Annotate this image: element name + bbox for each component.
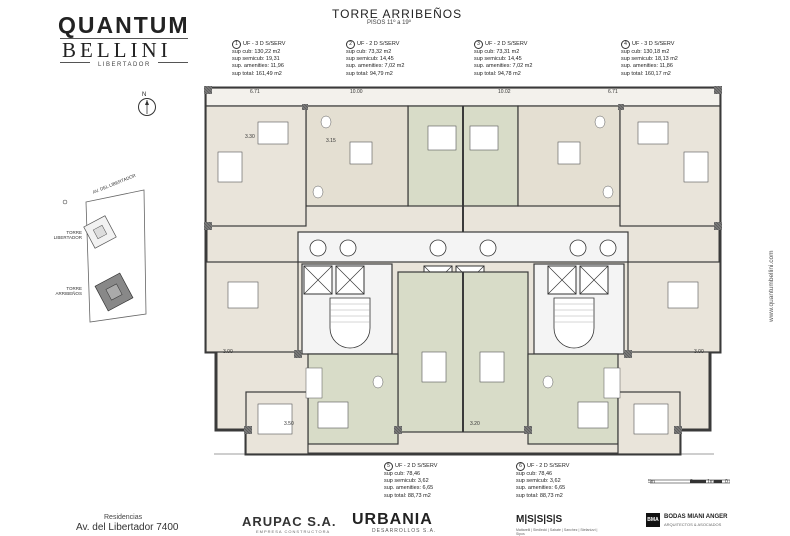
dimension-label: 6.71 [250,89,260,95]
unit-number: 4 [621,40,630,49]
unit-amenities: sup. amenities: 7,02 m2 [346,63,405,70]
unit-number: 2 [346,40,355,49]
bma-logo-box: BMA [646,513,660,527]
unit-type: UF - 2 D S/SERV [395,462,438,469]
bma-sub: ARQUITECTOS & ASOCIADOS [664,522,722,527]
unit-semicub: sup semicub: 3,62 [516,478,561,485]
brand-logo-sub: LIBERTADOR [98,62,151,68]
graphic-scale [649,472,731,484]
arupac-logo: ARUPAC S.A. [242,514,337,529]
site-tower-a-label: TORRE LIBERTADOR [53,230,82,240]
unit-total: sup total: 88,73 m2 [516,492,563,499]
unit-type: UF - 3 D S/SERV [632,40,675,47]
brand-logo-top: QUANTUM [58,12,190,38]
scale-label: 5m [648,479,655,485]
unit-amenities: sup. amenities: 6,65 [384,485,434,492]
urbania-logo: URBANIA [352,511,433,528]
unit-semicub: sup semicub: 14,45 [474,56,522,63]
unit-cub: sup cub: 130,18 m2 [621,49,670,55]
unit-total: sup total: 94,79 m2 [346,70,393,77]
unit-cub: sup cub: 73,32 m2 [346,49,392,55]
unit-type: UF - 2 D S/SERV [357,40,400,47]
dimension-label: 3.00 [223,349,233,355]
unit-type: UF - 2 D S/SERV [485,40,528,47]
unit-number: 5 [384,462,393,471]
dimension-label: 10.02 [498,89,511,95]
unit-total: sup total: 160,17 m2 [621,70,671,77]
footer-address: Av. del Libertador 7400 [76,522,179,533]
site-plan [58,188,148,328]
logo-divider-right [158,62,188,63]
brand-logo-bottom: BELLINI [62,38,172,62]
unit-total: sup total: 161,49 m2 [232,70,282,77]
dimension-label: 3.00 [694,349,704,355]
dimension-label: 3.15 [326,138,336,144]
unit-cub: sup cub: 130,22 m2 [232,49,281,55]
dimension-label: 3.30 [245,134,255,140]
unit-cub: sup cub: 78,46 [384,471,421,477]
unit-number: 1 [232,40,241,49]
dimension-label: 10.00 [350,89,363,95]
north-label: N [142,92,147,98]
page-subtitle: PISOS 11º a 19º [367,20,411,26]
footer-residencias: Residencias [104,514,143,521]
urbania-sub: DESARROLLOS S.A. [372,528,437,534]
unit-total: sup total: 94,78 m2 [474,70,521,77]
unit-cub: sup cub: 78,46 [516,471,553,477]
msss-sub: Mattarelli | Siedlecki | Sabate | Sanche… [516,528,598,536]
unit-number: 6 [516,462,525,471]
scale-label: 1m [707,479,714,485]
msss-logo: M|S|S|S|S [516,514,563,525]
north-arrow-icon [138,98,156,116]
scale-label: 2m [690,479,697,485]
unit-semicub: sup semicub: 3,62 [384,478,429,485]
unit-semicub: sup semicub: 18,13 m2 [621,56,678,63]
unit-type: UF - 2 D S/SERV [527,462,570,469]
unit-total: sup total: 88,73 m2 [384,492,431,499]
logo-divider-left [60,62,90,63]
floor-plan [198,82,728,460]
unit-amenities: sup. amenities: 11,96 [232,63,284,70]
unit-number: 3 [474,40,483,49]
bma-logo: BODAS MIANI ANGER [664,514,728,520]
dimension-label: 3.20 [470,421,480,427]
logo-divider [60,38,188,39]
unit-cub: sup cub: 73,31 m2 [474,49,520,55]
scale-label: 0 [725,479,728,485]
unit-amenities: sup. amenities: 6,65 [516,485,566,492]
unit-semicub: sup semicub: 19,31 [232,56,280,63]
dimension-label: 3.50 [284,421,294,427]
website-text: www.quantumbellini.com [768,250,775,322]
unit-type: UF - 3 D S/SERV [243,40,286,47]
arupac-sub: EMPRESA CONSTRUCTORA [256,529,331,534]
site-tower-b-label: TORRE ARRIBEÑOS [55,286,82,296]
page-title: TORRE ARRIBEÑOS [332,7,463,21]
dimension-label: 6.71 [608,89,618,95]
unit-semicub: sup semicub: 14,45 [346,56,394,63]
unit-amenities: sup. amenities: 7,02 m2 [474,63,533,70]
unit-amenities: sup. amenities: 11,86 [621,63,673,70]
